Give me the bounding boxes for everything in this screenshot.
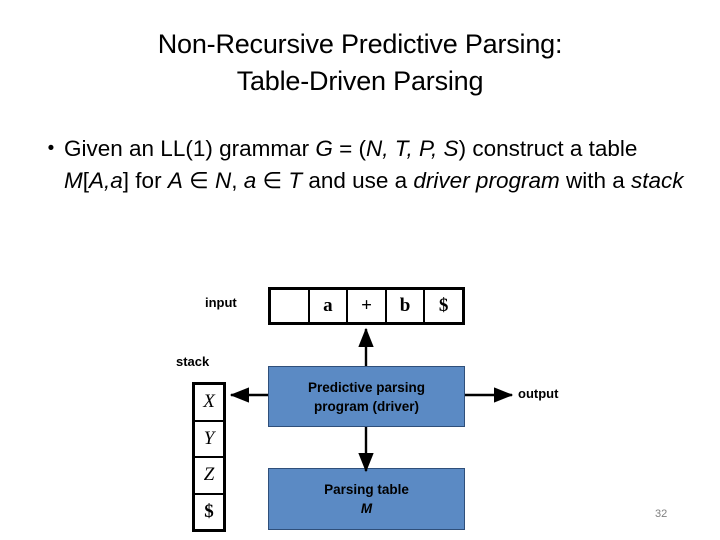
parsing-table-box: Parsing table M [268, 468, 465, 530]
bullet-seg-9: ] for [122, 168, 168, 193]
bullet-seg-18: driver program [413, 168, 560, 193]
input-tape-cell-0 [271, 290, 310, 322]
stack-cell-3: $ [204, 500, 214, 522]
bullet-marker-icon: • [47, 138, 55, 159]
input-label: input [205, 295, 237, 310]
slide-number: 32 [655, 508, 668, 520]
bullet-seg-13: , [231, 168, 244, 193]
bullet-seg-11: ∈ [182, 168, 215, 193]
input-tape-cell-2: + [348, 290, 387, 322]
parsing-table-line-2: M [360, 501, 373, 516]
bullet-seg-5: ) construct a table [458, 136, 638, 161]
input-tape-cell-1: a [310, 290, 349, 322]
list-item: • Given an LL(1) grammar G = (N, T, P, S… [38, 133, 688, 197]
bullet-seg-20: stack [631, 168, 684, 193]
title-line-2: Table-Driven Parsing [236, 66, 484, 96]
bullet-seg-6: M [64, 168, 83, 193]
output-label: output [518, 386, 559, 401]
input-tape-cell-3: b [387, 290, 426, 322]
bullet-seg-4: N, T, P, S [366, 136, 459, 161]
bullet-seg-10: A [167, 168, 183, 193]
bullet-text: Given an LL(1) grammar G = (N, T, P, S) … [64, 133, 688, 197]
parsing-table-line-1: Parsing table [324, 482, 409, 497]
driver-box-line-2: program (driver) [313, 398, 420, 414]
parser-stack: X Y Z $ [192, 382, 226, 532]
bullet-seg-7: [ [82, 168, 90, 193]
bullet-seg-17: and use a [302, 168, 414, 193]
bullet-seg-1: Given an LL(1) grammar [64, 136, 316, 161]
bullet-seg-12: N [214, 168, 232, 193]
bullet-seg-16: T [288, 168, 303, 193]
bullet-seg-19: with a [559, 168, 631, 193]
bullet-seg-8: A,a [89, 168, 123, 193]
bullet-list: • Given an LL(1) grammar G = (N, T, P, S… [38, 133, 688, 197]
page-title: Non-Recursive Predictive Parsing: Table-… [40, 26, 680, 100]
stack-cell-2: Z [195, 458, 223, 495]
title-line-1: Non-Recursive Predictive Parsing: [157, 29, 563, 59]
driver-box-line-1: Predictive parsing [307, 379, 426, 395]
stack-cell-1: Y [195, 422, 223, 458]
stack-label: stack [176, 354, 210, 369]
input-tape-cell-4: $ [438, 295, 449, 316]
stack-cell-0: X [195, 385, 223, 422]
bullet-seg-3: = ( [332, 136, 367, 161]
input-tape: a + b $ [268, 287, 465, 325]
bullet-seg-2: G [315, 136, 333, 161]
bullet-seg-14: a [243, 168, 257, 193]
predictive-parsing-driver-box: Predictive parsing program (driver) [268, 366, 465, 427]
bullet-seg-15: ∈ [256, 168, 289, 193]
